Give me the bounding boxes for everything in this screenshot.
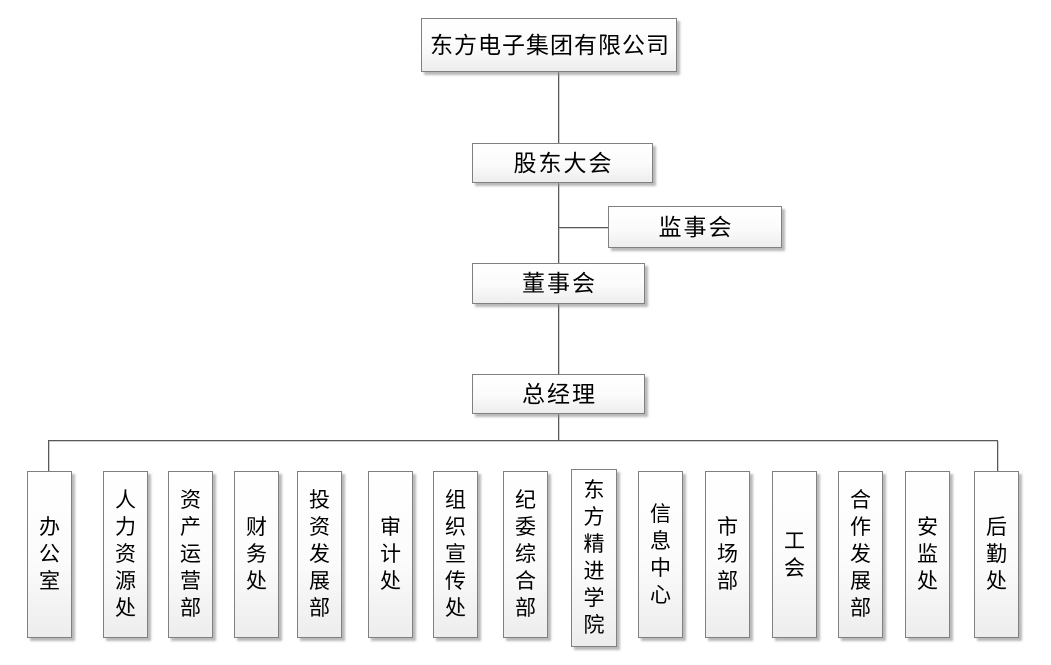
connector-rail-left-drop bbox=[48, 440, 49, 471]
org-node-gm-label: 总经理 bbox=[522, 381, 597, 407]
connector-gm-to-rail bbox=[558, 414, 559, 440]
connector-department-rail bbox=[48, 440, 997, 441]
department-label: 办公室 bbox=[39, 515, 60, 593]
org-node-department: 信息中心 bbox=[638, 471, 683, 638]
org-node-department: 投资发展部 bbox=[297, 471, 342, 638]
org-node-department: 市场部 bbox=[705, 471, 750, 638]
org-node-company: 东方电子集团有限公司 bbox=[421, 18, 677, 72]
org-node-shareholders-label: 股东大会 bbox=[513, 150, 614, 176]
org-node-general-manager: 总经理 bbox=[472, 374, 645, 414]
org-node-supervisory-board: 监事会 bbox=[608, 206, 782, 248]
department-label: 合作发展部 bbox=[850, 488, 871, 620]
connector-shareholders-to-board bbox=[558, 183, 559, 263]
org-node-supervisory-label: 监事会 bbox=[658, 214, 734, 240]
department-label: 后勤处 bbox=[986, 515, 1007, 593]
org-node-company-label: 东方电子集团有限公司 bbox=[430, 32, 670, 58]
connector-company-to-shareholders bbox=[558, 72, 559, 143]
department-label: 安监处 bbox=[917, 515, 938, 593]
org-node-department: 人力资源处 bbox=[103, 471, 148, 638]
department-label: 资产运营部 bbox=[180, 488, 201, 620]
department-label: 信息中心 bbox=[650, 501, 671, 607]
org-node-department: 后勤处 bbox=[974, 471, 1019, 638]
org-node-department: 纪委综合部 bbox=[503, 471, 548, 638]
org-node-department: 合作发展部 bbox=[838, 471, 883, 638]
department-label: 投资发展部 bbox=[309, 488, 330, 620]
org-node-department: 审计处 bbox=[368, 471, 413, 638]
org-node-department: 东方精进学院 bbox=[571, 469, 617, 647]
department-label: 市场部 bbox=[717, 515, 738, 593]
org-node-board-of-directors: 董事会 bbox=[472, 263, 645, 304]
org-node-board-label: 董事会 bbox=[522, 271, 597, 296]
department-label: 工会 bbox=[784, 528, 805, 580]
org-node-department: 资产运营部 bbox=[168, 471, 213, 638]
department-label: 财务处 bbox=[246, 515, 267, 593]
department-label: 东方精进学院 bbox=[583, 478, 605, 637]
connector-branch-to-supervisory bbox=[558, 227, 608, 228]
department-label: 审计处 bbox=[380, 515, 401, 593]
connector-board-to-gm bbox=[558, 304, 559, 374]
org-node-shareholders-meeting: 股东大会 bbox=[472, 143, 653, 183]
department-label: 人力资源处 bbox=[115, 488, 136, 620]
org-node-department: 财务处 bbox=[234, 471, 279, 638]
org-node-department: 办公室 bbox=[27, 471, 72, 638]
connector-rail-right-drop bbox=[997, 440, 998, 471]
org-node-department: 安监处 bbox=[905, 471, 950, 638]
org-node-department: 组织宣传处 bbox=[433, 471, 478, 638]
org-node-department: 工会 bbox=[772, 471, 817, 638]
department-label: 纪委综合部 bbox=[515, 488, 536, 620]
department-label: 组织宣传处 bbox=[445, 488, 466, 620]
